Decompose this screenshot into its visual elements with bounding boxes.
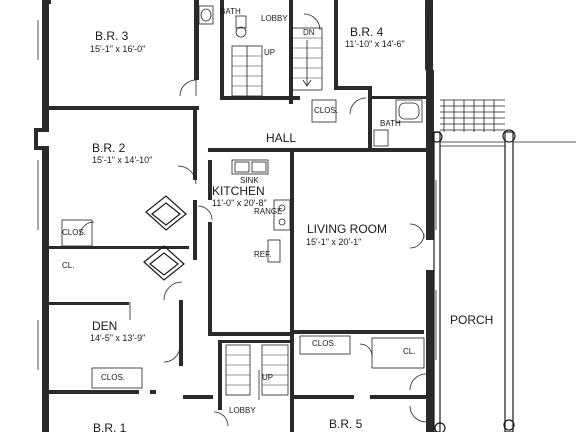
living-name: LIVING ROOM: [307, 222, 387, 236]
living-dims: 15'-1" x 20'-1": [306, 237, 361, 247]
bath-top-label: BATH: [220, 7, 241, 16]
hall-label: HALL: [266, 131, 296, 145]
lobby-top-label: LOBBY: [261, 14, 288, 23]
den-name: DEN: [92, 319, 117, 333]
kitchen-dims: 11'-0" x 20'-8": [212, 198, 267, 208]
clos-mid-label: CLOS.: [312, 339, 336, 348]
br5-name: B.R. 5: [329, 417, 363, 431]
kitchen-name: KITCHEN: [212, 184, 265, 198]
lobby-bottom-label: LOBBY: [229, 406, 256, 415]
den-dims: 14'-5" x 13'-9": [90, 333, 145, 343]
up-top-label: UP: [264, 48, 275, 57]
br4-dims: 11'-10" x 14'-6": [345, 39, 405, 49]
bath-right-label: BATH: [380, 119, 401, 128]
clos-den-label: CLOS.: [101, 373, 125, 382]
cl-right-label: CL.: [403, 347, 415, 356]
clos-left-label: CLOS.: [62, 228, 86, 237]
range-label: RANGE: [254, 207, 282, 216]
porch: [431, 99, 576, 432]
br3-dims: 15'-1" x 16'-0": [90, 44, 145, 54]
br3-name: B.R. 3: [95, 29, 129, 43]
partitions: [61, 99, 425, 389]
kitchen-fixtures: [143, 159, 291, 281]
bath-fixtures: [198, 5, 423, 147]
br1-name: B.R. 1: [93, 421, 127, 432]
doors: [79, 13, 427, 427]
upper-stair: [231, 27, 323, 97]
up-bottom-label: UP: [262, 373, 273, 382]
br2-dims: 15'-1" x 14'-10": [92, 155, 152, 165]
cl-left-label: CL.: [62, 261, 74, 270]
windows-left: [37, 10, 437, 370]
dn-label: DN: [303, 28, 315, 37]
walls: [34, 0, 434, 432]
br2-name: B.R. 2: [92, 141, 126, 155]
ref-label: REF.: [254, 250, 271, 259]
br4-name: B.R. 4: [350, 25, 384, 39]
sink-label: SINK: [240, 176, 259, 185]
porch-label: PORCH: [450, 313, 493, 327]
clos-top-label: CLOS.: [314, 106, 338, 115]
lower-stair: [225, 344, 289, 400]
